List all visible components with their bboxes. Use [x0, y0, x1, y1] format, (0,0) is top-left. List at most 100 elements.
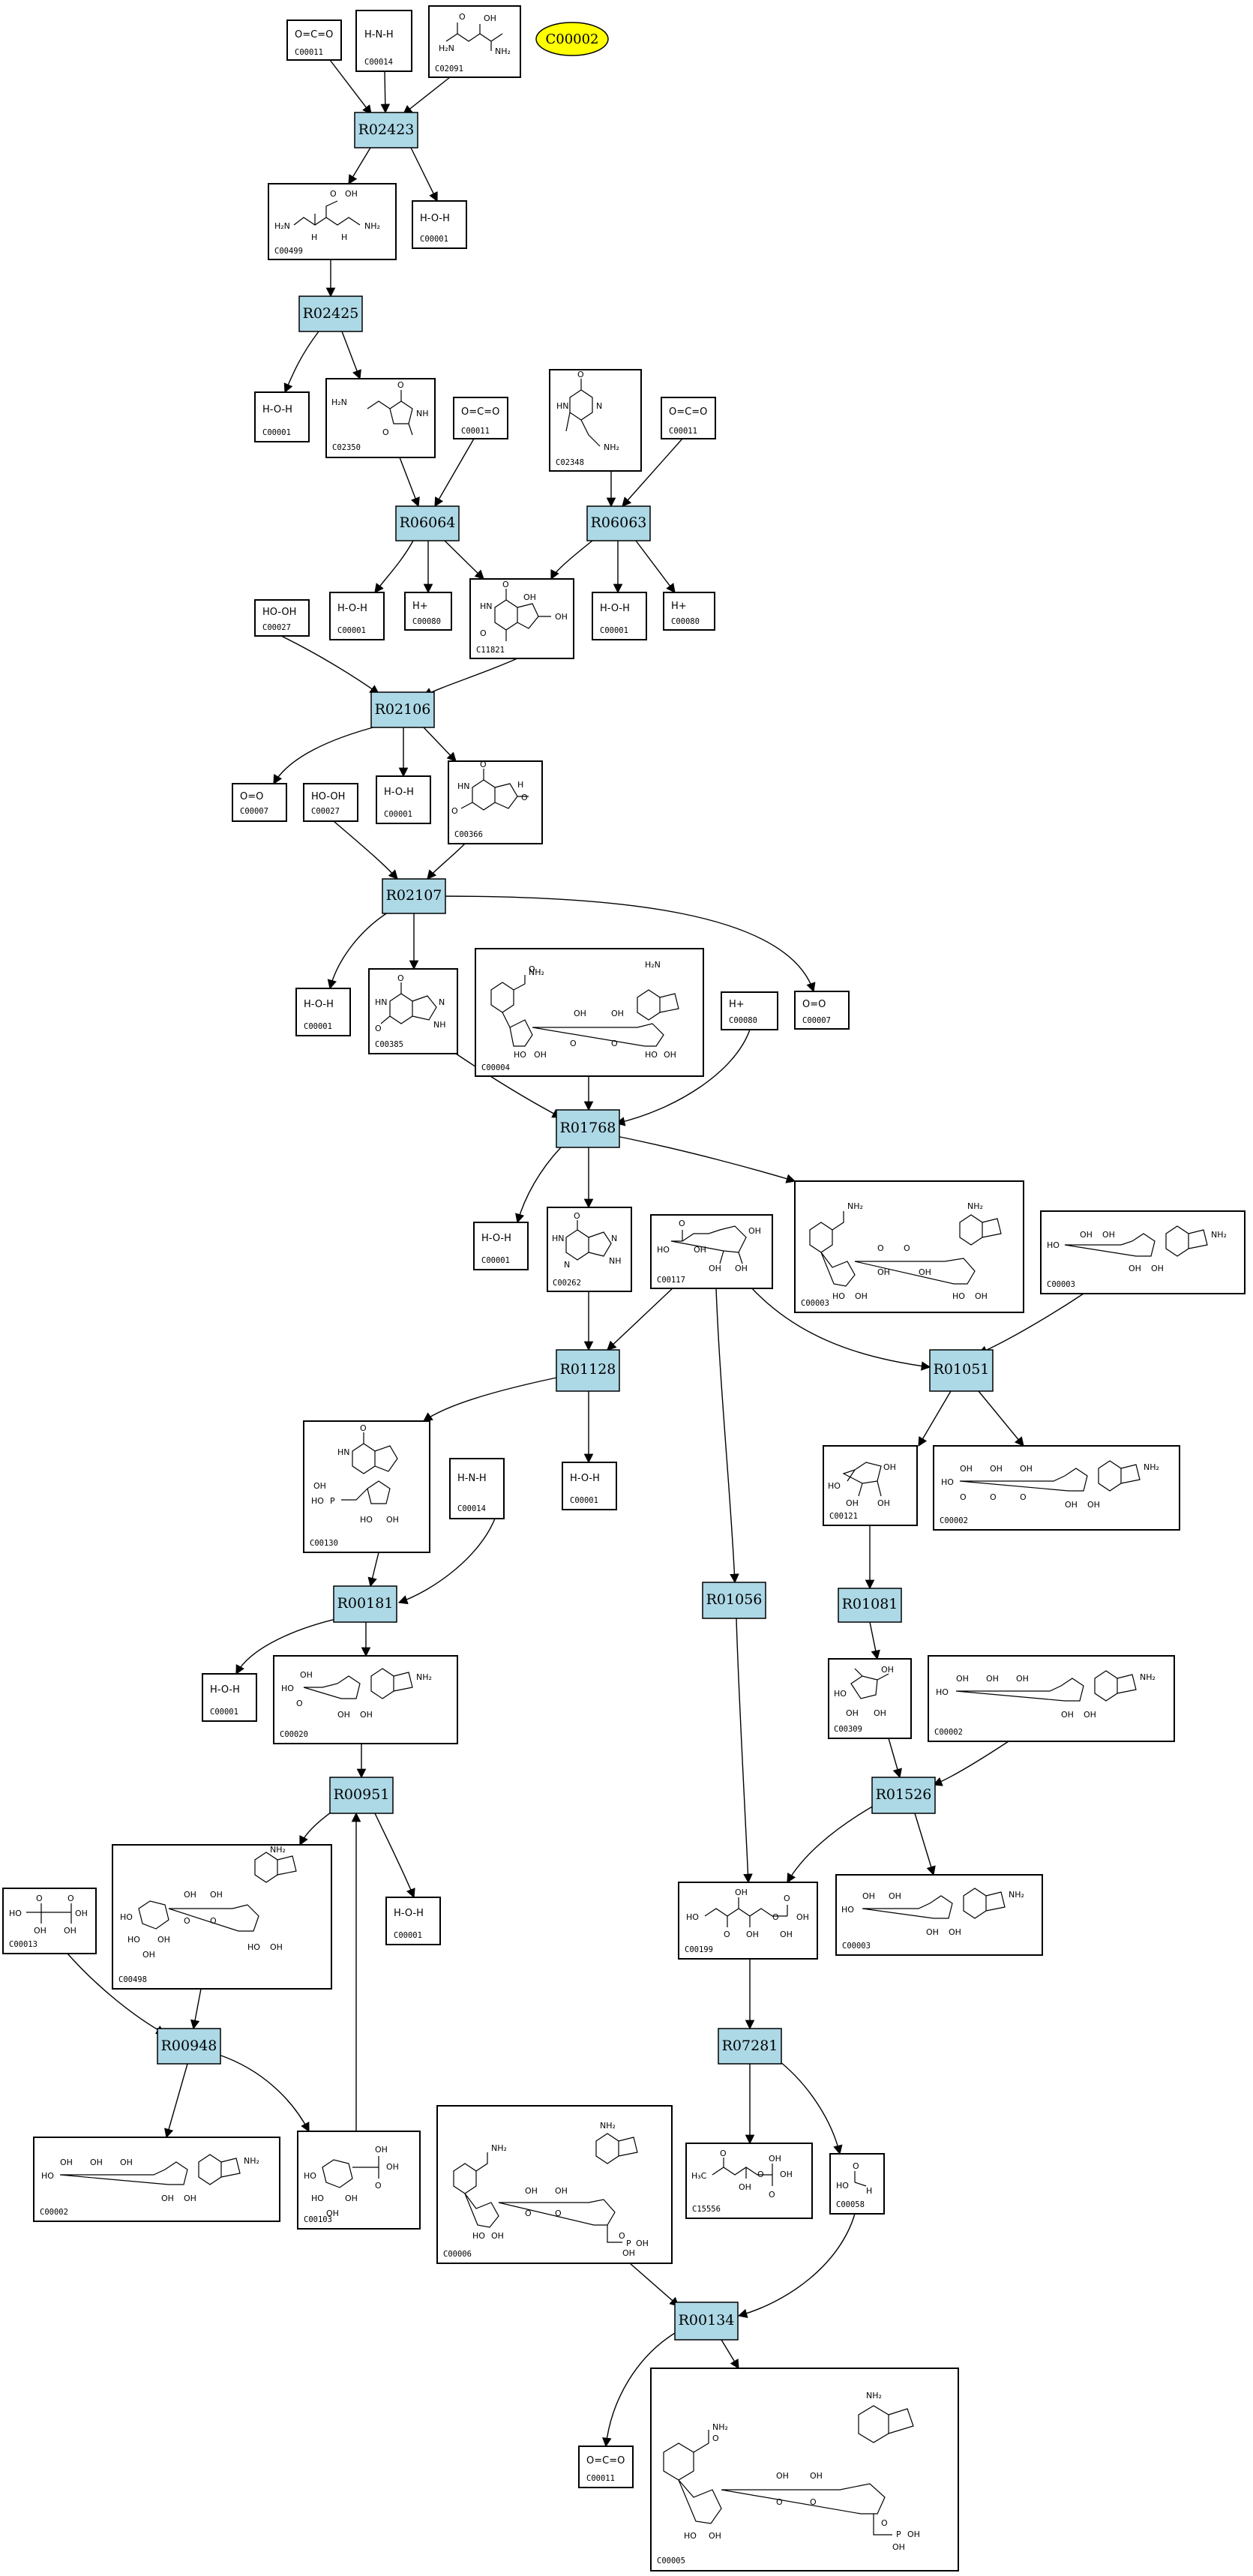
compound-c00366[interactable]: O HN H O O C00366	[448, 760, 543, 844]
svg-text:OH: OH	[1084, 1710, 1096, 1720]
compound-c00013[interactable]: HO O O OH OH OH C00013	[2, 1888, 97, 1954]
compound-c00498[interactable]: NH₂ OH OH O O HO HO OH OH HO OH C00498	[112, 1844, 332, 1990]
compound-c00003[interactable]: HO OH OH NH₂ OH OH C00003	[1040, 1210, 1246, 1294]
reaction-r00951[interactable]: R00951	[329, 1777, 394, 1814]
reaction-r01526[interactable]: R01526	[871, 1777, 936, 1814]
svg-text:NH₂: NH₂	[1140, 1672, 1156, 1682]
compound-c00003[interactable]: NH₂ O O OH OH NH₂ HO OH HO OH C00003	[794, 1180, 1024, 1313]
compound-c15556[interactable]: H₃C O OH O OH OH O C15556	[685, 2143, 813, 2219]
reaction-r01081[interactable]: R01081	[838, 1588, 902, 1623]
compound-c00385[interactable]: O HN N NH O C00385	[368, 968, 458, 1054]
compound-formula: HO-OH	[262, 607, 296, 618]
edge-c41-r15	[190, 1988, 202, 2030]
edge-c18-r6	[333, 820, 398, 880]
svg-text:OH: OH	[846, 1708, 859, 1718]
compound-c00006[interactable]: NH₂ NH₂ OH OH O O HO OH O P OH OH C00006	[436, 2105, 673, 2264]
compound-c02348[interactable]: O HN N NH₂ C02348	[549, 369, 642, 472]
compound-formula: H-O-H	[394, 1908, 424, 1919]
svg-text:NH: NH	[609, 1256, 622, 1266]
compound-c00005[interactable]: NH₂ O NH₂ OH OH O O HO OH P OH OH O C000…	[650, 2368, 959, 2572]
compound-c00002[interactable]: HO OH OH OH NH₂ OH OH C00002	[928, 1655, 1175, 1742]
reaction-r02106[interactable]: R02106	[370, 691, 435, 728]
compound-c02091[interactable]: H₂N O OH NH₂ C02091	[428, 5, 521, 78]
compound-c00011[interactable]: O=C=O C00011	[453, 397, 508, 439]
reaction-r02423[interactable]: R02423	[354, 112, 418, 148]
reaction-label: R01526	[876, 1786, 932, 1803]
compound-c00001[interactable]: H-O-H C00001	[376, 775, 431, 824]
compound-c00117[interactable]: HO O OH OH OH OH C00117	[650, 1214, 773, 1289]
reaction-r02425[interactable]: R02425	[298, 295, 363, 332]
reaction-r00948[interactable]: R00948	[157, 2028, 221, 2065]
compound-formula: HO-OH	[311, 791, 345, 802]
reaction-r02107[interactable]: R02107	[382, 878, 446, 914]
compound-c00003[interactable]: HO OH OH NH₂ OH OH C00003	[835, 1874, 1043, 1956]
compound-formula: H+	[671, 601, 687, 612]
svg-text:OH: OH	[960, 1464, 973, 1474]
compound-id: C00001	[481, 1256, 510, 1265]
compound-id: C00027	[262, 623, 291, 632]
svg-text:OH: OH	[975, 1291, 988, 1301]
compound-c00001[interactable]: H-O-H C00001	[562, 1462, 617, 1510]
svg-text:HO: HO	[247, 1942, 260, 1952]
compound-c00001[interactable]: H-O-H C00001	[295, 988, 351, 1036]
reaction-r06064[interactable]: R06064	[395, 505, 460, 541]
compound-c00001[interactable]: H-O-H C00001	[592, 592, 647, 640]
compound-c00080[interactable]: H+ C00080	[663, 592, 715, 631]
edge-c7-r3	[399, 457, 420, 508]
compound-c00001[interactable]: H-O-H C00001	[385, 1897, 441, 1945]
compound-c00007[interactable]: O=O C00007	[232, 783, 287, 822]
svg-text:OH: OH	[60, 2158, 73, 2167]
edge-c40-r15	[67, 1953, 166, 2035]
compound-c00103[interactable]: OH OH O HO HO OH OH C00103	[297, 2131, 421, 2230]
compound-c00014[interactable]: H-N-H C00014	[355, 10, 412, 72]
compound-c00014[interactable]: H-N-H C00014	[449, 1458, 505, 1519]
svg-text:OH: OH	[360, 1710, 373, 1720]
compound-c00001[interactable]: H-O-H C00001	[329, 592, 385, 640]
compound-id: C00080	[729, 1016, 757, 1025]
compound-c00011[interactable]: O=C=O C00011	[286, 19, 342, 61]
edges	[67, 59, 1084, 2448]
compound-c00199[interactable]: HO OH O OH O O OH OH C00199	[678, 1882, 818, 1960]
compound-c02350[interactable]: H₂N NH O O C02350	[325, 378, 436, 458]
svg-text:HO: HO	[686, 1912, 699, 1922]
reaction-r06063[interactable]: R06063	[586, 505, 651, 541]
reaction-r01128[interactable]: R01128	[556, 1349, 620, 1392]
compound-c00121[interactable]: HO OH OH OH C00121	[823, 1445, 918, 1526]
compound-c00011[interactable]: O=C=O C00011	[578, 2446, 634, 2488]
compound-c00011[interactable]: O=C=O C00011	[661, 397, 716, 439]
reaction-r00181[interactable]: R00181	[333, 1585, 397, 1623]
compound-c00001[interactable]: H-O-H C00001	[473, 1222, 529, 1270]
reaction-r01768[interactable]: R01768	[556, 1109, 620, 1148]
reaction-r01056[interactable]: R01056	[702, 1582, 766, 1619]
compound-id: C00121	[829, 1512, 858, 1521]
reaction-r00134[interactable]: R00134	[674, 2302, 739, 2341]
compound-c00499[interactable]: H₂N H H O OH NH₂ C00499	[268, 183, 397, 260]
compound-c00080[interactable]: H+ C00080	[721, 991, 778, 1030]
compound-c11821[interactable]: O HN OH OH O C11821	[469, 578, 574, 659]
compound-c00007[interactable]: O=O C00007	[794, 991, 850, 1030]
svg-text:OH: OH	[1087, 1500, 1100, 1510]
compound-c00262[interactable]: O HN N NH N C00262	[547, 1207, 632, 1292]
compound-id: C00005	[657, 2557, 685, 2566]
reaction-r07281[interactable]: R07281	[718, 2028, 782, 2065]
svg-text:O: O	[36, 1894, 43, 1903]
compound-c00058[interactable]: O HO H C00058	[829, 2153, 885, 2215]
compound-c00001[interactable]: H-O-H C00001	[202, 1673, 257, 1722]
compound-c00002[interactable]: HO OH OH OH NH₂ OH OH C00002	[33, 2137, 280, 2222]
reaction-r01051[interactable]: R01051	[929, 1349, 994, 1392]
compound-c00027[interactable]: HO-OH C00027	[254, 599, 310, 637]
start-node[interactable]: C00002	[535, 22, 609, 56]
compound-c00080[interactable]: H+ C00080	[404, 592, 452, 631]
compound-c00001[interactable]: H-O-H C00001	[412, 200, 467, 249]
compound-c00027[interactable]: HO-OH C00027	[303, 783, 358, 822]
compound-c00309[interactable]: HO OH OH OH C00309	[828, 1658, 912, 1739]
compound-c00020[interactable]: HO OH O NH₂ OH OH C00020	[273, 1655, 458, 1744]
svg-text:HO: HO	[127, 1935, 140, 1945]
svg-text:OH: OH	[34, 1926, 46, 1936]
compound-c00002[interactable]: HO OH OH OH NH₂ O O O OH OH C00002	[933, 1445, 1180, 1531]
compound-c00001[interactable]: H-O-H C00001	[254, 391, 310, 442]
svg-text:O: O	[990, 1492, 997, 1502]
compound-c00130[interactable]: O HN OH HO P HO OH C00130	[303, 1420, 430, 1553]
svg-text:NH₂: NH₂	[847, 1201, 863, 1211]
compound-c00004[interactable]: NH₂ O OH OH O O HO OH HO OH H₂N C00004	[475, 948, 704, 1077]
